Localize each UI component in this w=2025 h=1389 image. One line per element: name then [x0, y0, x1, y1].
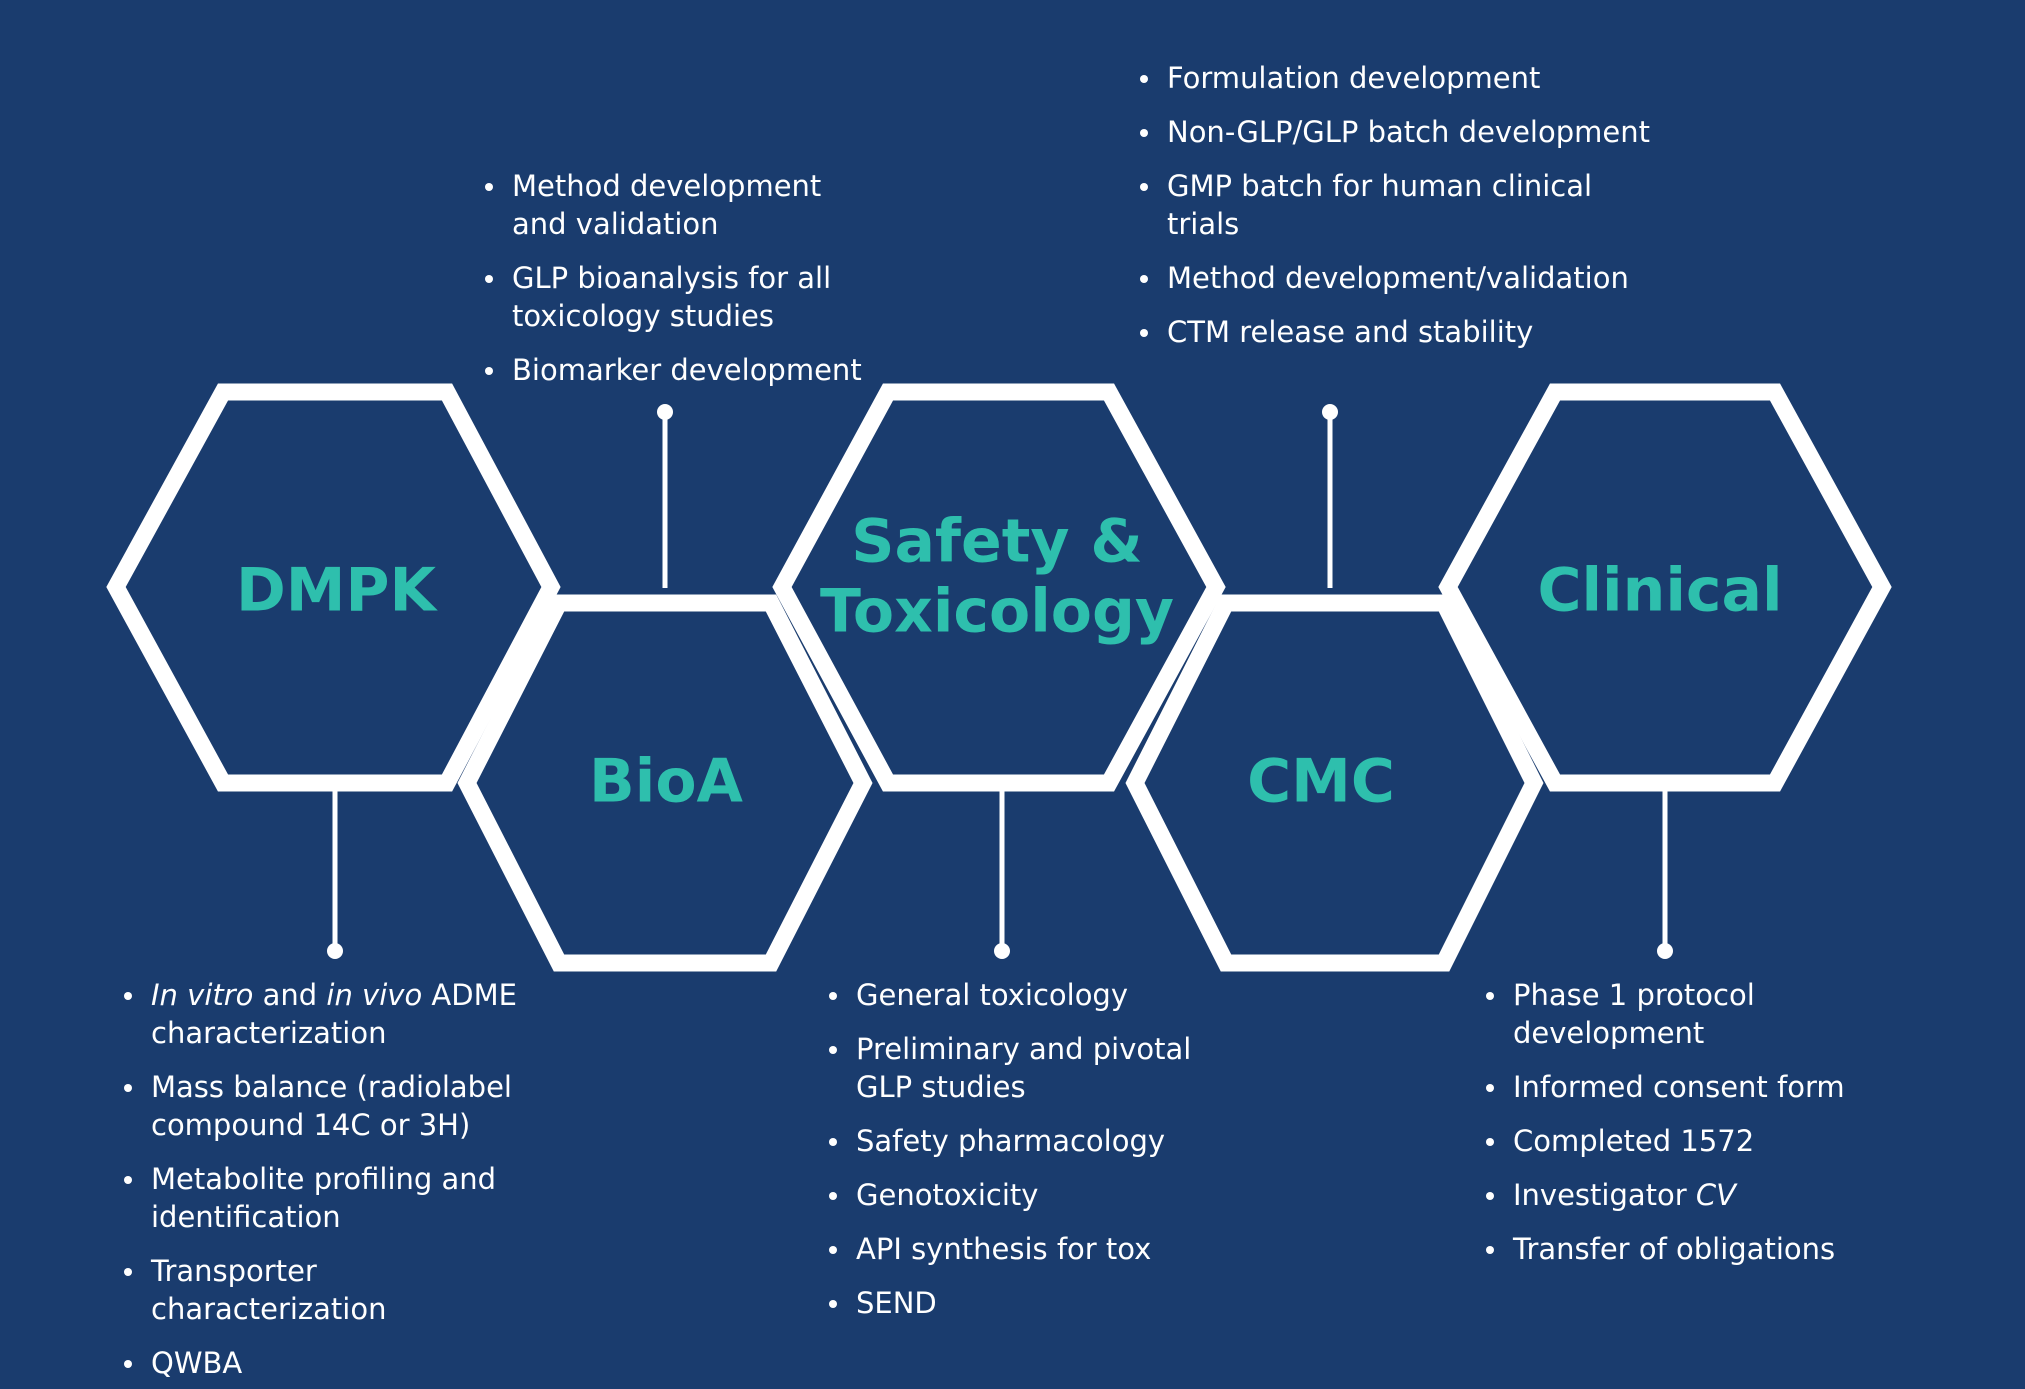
list-item: GMP batch for human clinical trials — [1140, 167, 1660, 243]
connector-dot-bioa — [657, 404, 673, 420]
list-item-text: CV — [1695, 1178, 1737, 1212]
list-item-text: Informed consent form — [1513, 1070, 1845, 1104]
list-item: Method development and validation — [485, 167, 885, 243]
list-item-text: Transporter characterization — [151, 1254, 387, 1326]
list-item-text: Metabolite profiling and identification — [151, 1162, 497, 1234]
list-item-text: ADME characterization — [151, 978, 517, 1050]
list-item-text: Preliminary and pivotal GLP studies — [856, 1032, 1192, 1104]
list-item: GLP bioanalysis for all toxicology studi… — [485, 259, 885, 335]
list-item: Genotoxicity — [829, 1176, 1209, 1214]
list-item: Mass balance (radiolabel compound 14C or… — [124, 1068, 554, 1144]
list-item: CTM release and stability — [1140, 313, 1660, 351]
connector-dot-cmc — [1322, 404, 1338, 420]
list-item-text: CTM release and stability — [1167, 315, 1534, 349]
list-item-text: GLP bioanalysis for all toxicology studi… — [512, 261, 832, 333]
list-item-text: Completed 1572 — [1513, 1124, 1755, 1158]
list-item: In vitro and in vivo ADME characterizati… — [124, 976, 554, 1052]
connector-dot-clinical — [1657, 943, 1673, 959]
list-item: General toxicology — [829, 976, 1209, 1014]
list-item-text: Method development and validation — [512, 169, 822, 241]
list-item-text: Mass balance (radiolabel compound 14C or… — [151, 1070, 512, 1142]
list-item-text: Formulation development — [1167, 61, 1541, 95]
list-item-text: Phase 1 protocol development — [1513, 978, 1755, 1050]
list-item: Safety pharmacology — [829, 1122, 1209, 1160]
list-item: Biomarker development — [485, 351, 885, 389]
hexagon-label-safety-line2: Toxicology — [820, 577, 1174, 647]
list-item: Phase 1 protocol development — [1486, 976, 1866, 1052]
hexagon-label-bioa: BioA — [589, 747, 744, 817]
list-item: Metabolite profiling and identification — [124, 1160, 554, 1236]
list-item-text: Genotoxicity — [856, 1178, 1039, 1212]
list-item: Investigator CV — [1486, 1176, 1866, 1214]
list-item: API synthesis for tox — [829, 1230, 1209, 1268]
list-item-text: Investigator — [1513, 1178, 1696, 1212]
list-item: Method development/validation — [1140, 259, 1660, 297]
list-item-text: Non-GLP/GLP batch development — [1167, 115, 1650, 149]
hexagon-label-safety-line1: Safety & — [851, 507, 1143, 577]
list-item-text: Safety pharmacology — [856, 1124, 1166, 1158]
list-item: QWBA — [124, 1344, 554, 1382]
list-item-text: SEND — [856, 1286, 937, 1320]
list-item-text: GMP batch for human clinical trials — [1167, 169, 1593, 241]
hexagon-clinical — [1438, 383, 1892, 792]
list-item: Non-GLP/GLP batch development — [1140, 113, 1660, 151]
list-item: Transfer of obligations — [1486, 1230, 1866, 1268]
connector-dot-safety — [994, 943, 1010, 959]
dmpk-services-list: In vitro and in vivo ADME characterizati… — [124, 976, 554, 1382]
hexagon-dmpk — [106, 383, 561, 792]
list-item-text: Method development/validation — [1167, 261, 1629, 295]
hexagon-safety — [772, 383, 1226, 792]
list-item-text: Biomarker development — [512, 353, 862, 387]
list-item-text: Transfer of obligations — [1513, 1232, 1836, 1266]
list-item: Completed 1572 — [1486, 1122, 1866, 1160]
list-item-text: QWBA — [151, 1346, 243, 1380]
hexagon-cmc — [1125, 594, 1544, 972]
list-item-text: and — [253, 978, 327, 1012]
hexagon-label-clinical: Clinical — [1537, 556, 1782, 626]
list-item-text: In vitro — [151, 978, 254, 1012]
list-item: Formulation development — [1140, 59, 1660, 97]
hexagon-label-cmc: CMC — [1247, 747, 1395, 817]
list-item: Informed consent form — [1486, 1068, 1866, 1106]
list-item: Preliminary and pivotal GLP studies — [829, 1030, 1209, 1106]
hexagon-label-dmpk: DMPK — [236, 556, 438, 626]
list-item-text: General toxicology — [856, 978, 1129, 1012]
list-item: Transporter characterization — [124, 1252, 554, 1328]
list-item-text: API synthesis for tox — [856, 1232, 1152, 1266]
list-item: SEND — [829, 1284, 1209, 1322]
list-item-text: in vivo — [326, 978, 423, 1012]
hexagon-bioa — [457, 594, 873, 972]
connector-dot-dmpk — [327, 943, 343, 959]
